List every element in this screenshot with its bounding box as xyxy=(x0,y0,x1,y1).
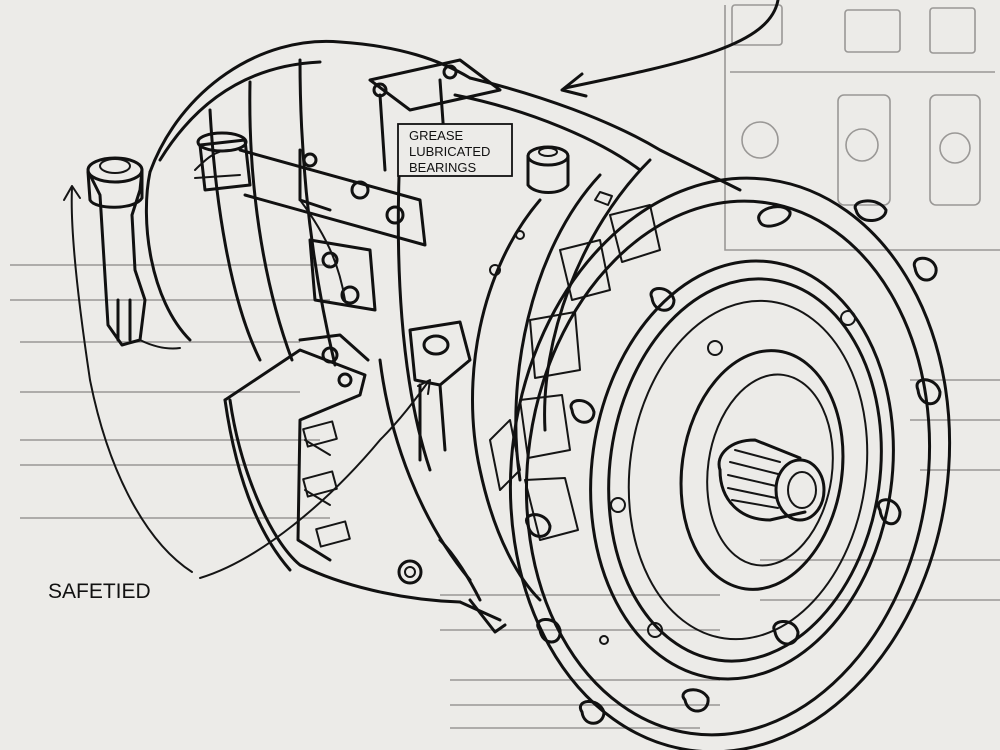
bolt-hole-icon xyxy=(772,620,800,646)
arrow-icon xyxy=(63,185,81,201)
lower-bracket xyxy=(223,320,507,634)
callout-box xyxy=(397,123,513,177)
bolt-hole-icon xyxy=(853,199,888,222)
splined-shaft-icon xyxy=(717,438,826,522)
callout-line-3: BEARINGS xyxy=(409,160,477,175)
bolt-hole-icon xyxy=(525,513,552,538)
grease-bearings-callout: GREASE LUBRICATED BEARINGS xyxy=(397,123,513,177)
bolt-hole-icon xyxy=(536,618,562,644)
bolt-holes xyxy=(525,199,942,725)
bolt-hole-icon xyxy=(649,287,676,312)
mounting-bracket xyxy=(86,156,181,350)
bolt-hole-icon xyxy=(757,205,792,228)
arrow-icon xyxy=(560,72,588,98)
callout-line-2: LUBRICATED xyxy=(409,144,490,159)
bolt-hole-icon xyxy=(912,256,938,282)
pointer-arrow xyxy=(560,0,780,98)
safetied-callout: SAFETIED xyxy=(48,185,431,603)
front-flange xyxy=(508,176,952,750)
safetied-label: SAFETIED xyxy=(48,580,151,603)
bolt-hole-icon xyxy=(915,378,942,406)
bolt-hole-icon xyxy=(578,700,606,725)
callout-line-1: GREASE xyxy=(409,128,464,143)
bolt-hole-icon xyxy=(569,399,596,424)
bleed-through-background xyxy=(10,4,1000,729)
safetied-leader-left xyxy=(70,187,193,573)
safetied-leader-right xyxy=(199,381,429,579)
bolt-hole-icon xyxy=(681,688,710,713)
bolt-hole-icon xyxy=(876,498,902,526)
arrow-icon xyxy=(417,379,431,395)
linkage-assembly xyxy=(194,58,502,312)
